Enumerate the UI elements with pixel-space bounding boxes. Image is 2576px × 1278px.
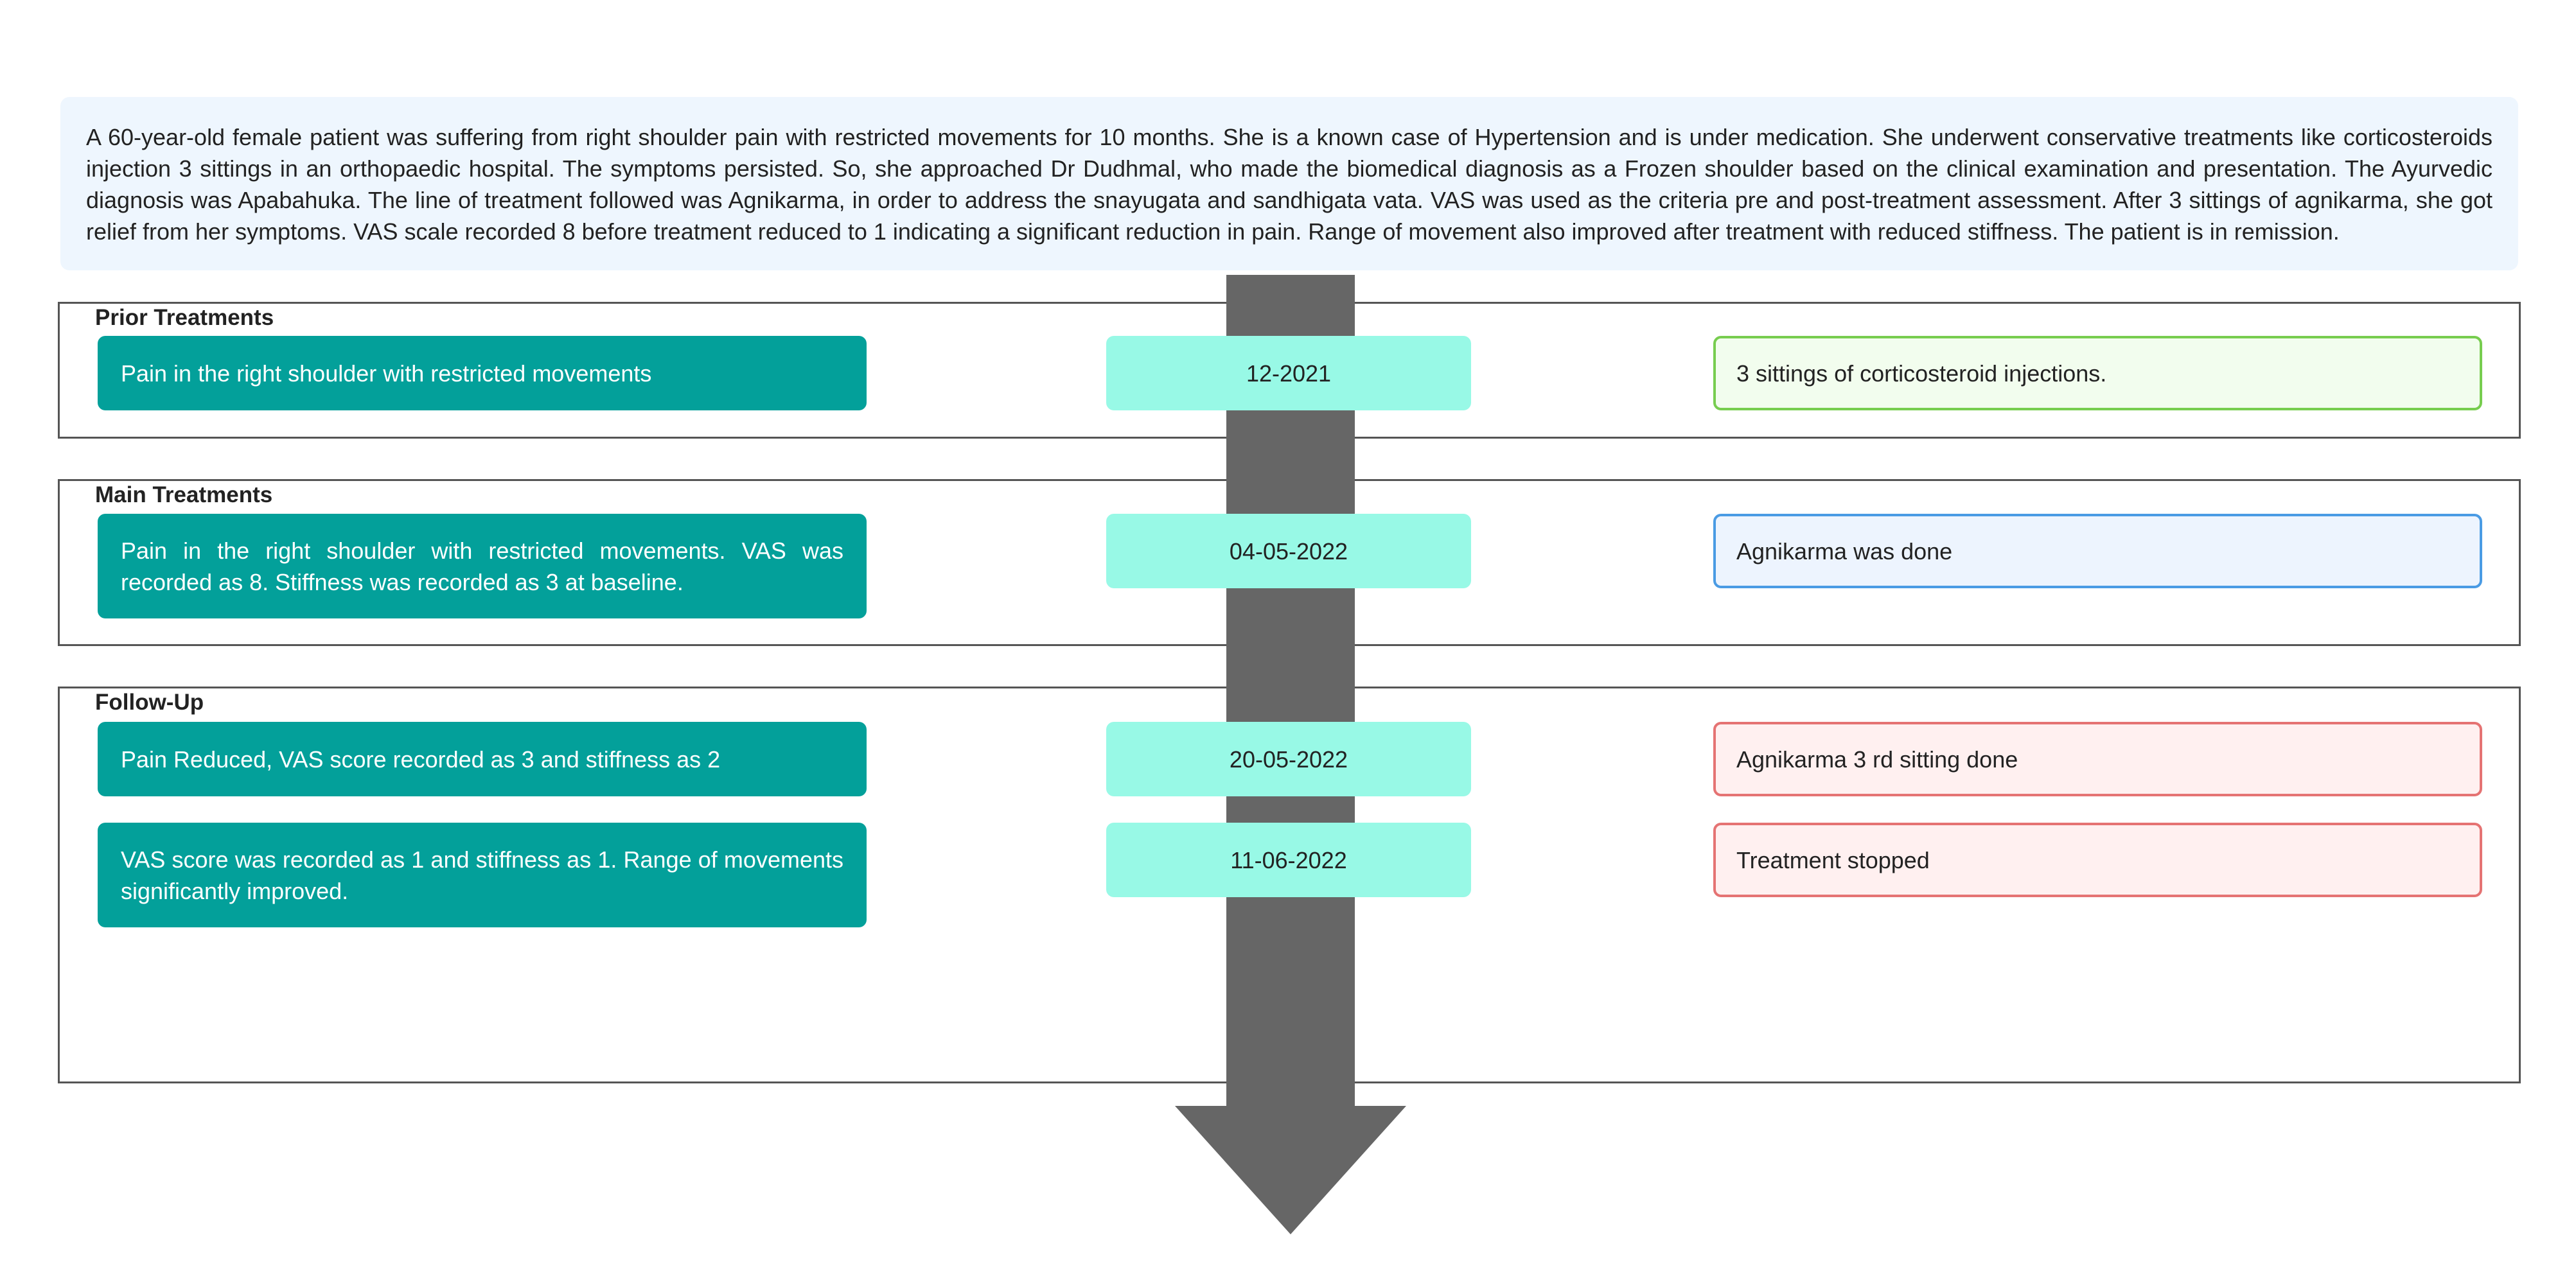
outcome-text: Agnikarma was done — [1736, 538, 1953, 565]
outcome-text: Agnikarma 3 rd sitting done — [1736, 746, 2018, 773]
date-box: 04-05-2022 — [1106, 514, 1471, 588]
case-summary: A 60-year-old female patient was sufferi… — [60, 97, 2518, 270]
event-text: VAS score was recorded as 1 and stiffnes… — [121, 846, 843, 904]
date-text: 20-05-2022 — [1229, 746, 1348, 773]
outcome-text: 3 sittings of corticosteroid injections. — [1736, 360, 2107, 387]
event-text: Pain Reduced, VAS score recorded as 3 an… — [121, 746, 721, 773]
date-text: 11-06-2022 — [1230, 846, 1347, 873]
event-text: Pain in the right shoulder with restrict… — [121, 360, 652, 387]
timeline-arrow-shaft — [1226, 275, 1355, 1107]
event-text: Pain in the right shoulder with restrict… — [121, 537, 843, 595]
outcome-box: 3 sittings of corticosteroid injections. — [1713, 336, 2482, 410]
event-box: VAS score was recorded as 1 and stiffnes… — [98, 823, 867, 927]
event-box: Pain in the right shoulder with restrict… — [98, 336, 867, 410]
date-box: 12-2021 — [1106, 336, 1471, 410]
date-box: 11-06-2022 — [1106, 823, 1471, 897]
date-text: 12-2021 — [1246, 360, 1332, 387]
outcome-box: Agnikarma was done — [1713, 514, 2482, 588]
date-box: 20-05-2022 — [1106, 722, 1471, 796]
outcome-box: Agnikarma 3 rd sitting done — [1713, 722, 2482, 796]
section-title: Prior Treatments — [95, 305, 274, 330]
event-box: Pain in the right shoulder with restrict… — [98, 514, 867, 618]
section-title: Main Treatments — [95, 482, 273, 507]
outcome-text: Treatment stopped — [1736, 846, 1930, 873]
outcome-box: Treatment stopped — [1713, 823, 2482, 897]
date-text: 04-05-2022 — [1229, 538, 1348, 565]
section-title: Follow-Up — [95, 690, 204, 715]
timeline-arrow-head — [1175, 1106, 1406, 1234]
event-box: Pain Reduced, VAS score recorded as 3 an… — [98, 722, 867, 796]
